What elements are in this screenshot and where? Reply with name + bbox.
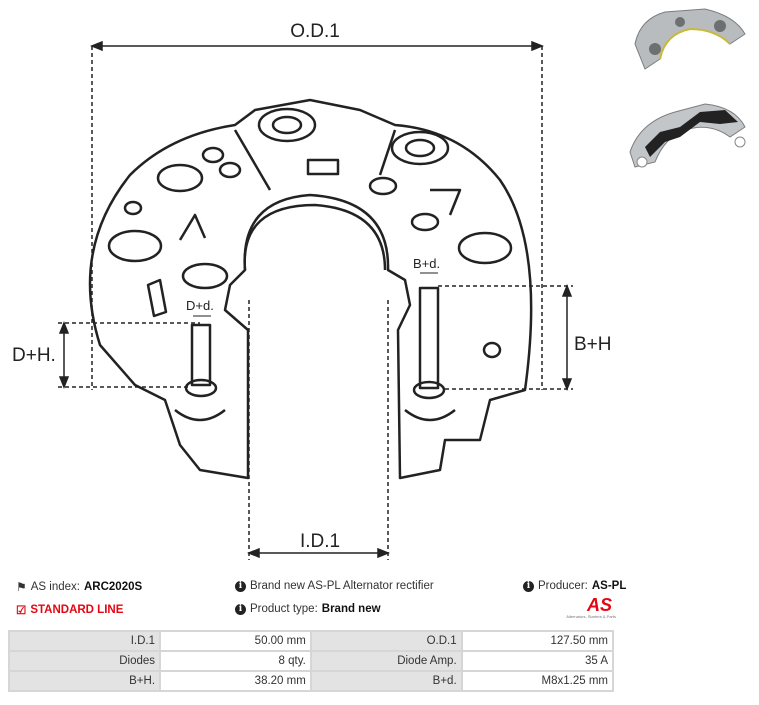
rectifier-body xyxy=(88,98,533,480)
info-icon: i xyxy=(235,603,246,615)
spec-label: Diode Amp. xyxy=(309,650,463,672)
product-type: i Product type: Brand new xyxy=(235,603,381,615)
dd-label: D+d. xyxy=(186,298,214,313)
product-photo-bottom xyxy=(629,103,746,168)
info-icon: i xyxy=(235,580,246,592)
bh-label: B+H. xyxy=(574,334,610,355)
spec-label: Diodes xyxy=(7,650,162,672)
spec-value: 8 qty. xyxy=(159,650,312,672)
info-icon: i xyxy=(523,580,534,592)
dh-label: D+H. xyxy=(12,345,56,366)
spec-value: 127.50 mm xyxy=(460,630,615,652)
product-photo-top xyxy=(634,8,746,70)
spec-value: 50.00 mm xyxy=(159,630,312,652)
rectifier-dimension-drawing: O.D.1 I.D.1 D+H. B+H. D+d. B+d. xyxy=(12,21,610,560)
spec-value: 38.20 mm xyxy=(159,670,312,692)
spec-label: B+d. xyxy=(309,670,463,692)
bolt-d xyxy=(190,323,212,387)
id-label: I.D.1 xyxy=(300,531,340,552)
spec-value: 35 A xyxy=(460,650,615,672)
description: i Brand new AS-PL Alternator rectifier xyxy=(235,580,434,592)
checkbox-icon: ☑ xyxy=(16,605,27,617)
od-label: O.D.1 xyxy=(290,21,340,42)
spec-label: O.D.1 xyxy=(309,630,463,652)
spec-value: M8x1.25 mm xyxy=(460,670,615,692)
producer: i Producer: AS-PL xyxy=(523,580,626,592)
spec-label: I.D.1 xyxy=(7,630,162,652)
tag-icon: ⚑ xyxy=(16,580,27,594)
bolt-b xyxy=(418,286,440,390)
as-pl-logo: AS Alternators, Starters & Parts xyxy=(566,595,616,619)
bd-label: B+d. xyxy=(413,256,440,271)
spec-label: B+H. xyxy=(7,670,162,692)
standard-line-badge: ☑ STANDARD LINE xyxy=(16,604,124,617)
as-index: ⚑ AS index: ARC2020S xyxy=(16,580,143,594)
